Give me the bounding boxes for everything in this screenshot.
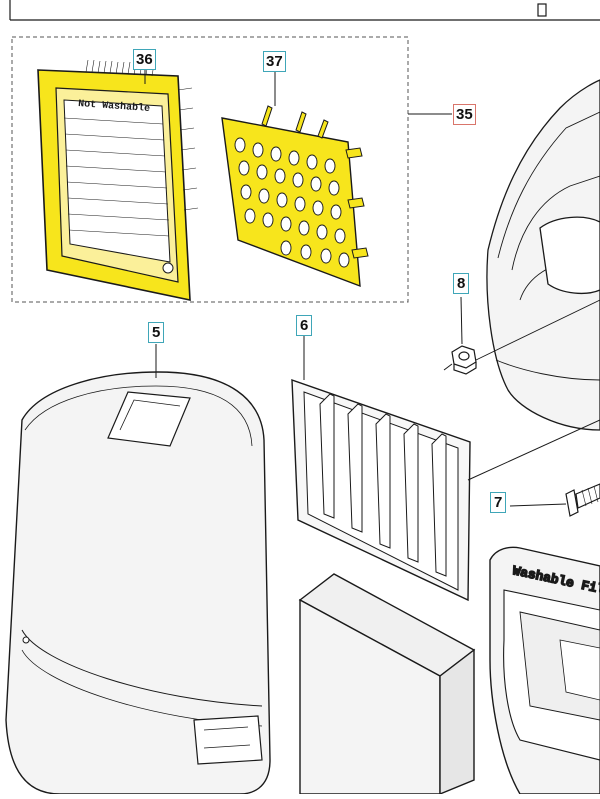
filter-print: Not Washable <box>78 98 151 115</box>
callout-6: 6 <box>296 315 313 336</box>
nut-8 <box>451 345 477 375</box>
callout-5: 5 <box>148 322 165 343</box>
filter-housing: Washable Filter <box>489 546 600 795</box>
engine-housing <box>467 79 600 481</box>
screw-leader <box>509 503 567 507</box>
filter-cover-5 <box>5 371 271 795</box>
prefilter-frame-6 <box>291 378 471 602</box>
callout-37: 37 <box>263 51 286 72</box>
nut-leader <box>460 296 463 345</box>
screw-7 <box>565 483 600 517</box>
nut-leader-2 <box>443 363 453 371</box>
callout-36: 36 <box>133 49 156 70</box>
support-grid-37 <box>221 105 369 288</box>
callout-8: 8 <box>453 273 470 294</box>
filter-element-36: Not Washable <box>37 59 199 301</box>
callout-35: 35 <box>453 104 476 125</box>
callout-7: 7 <box>490 492 507 513</box>
kit-boundary <box>11 36 409 303</box>
foam-block <box>298 573 476 796</box>
top-frame <box>9 0 600 21</box>
